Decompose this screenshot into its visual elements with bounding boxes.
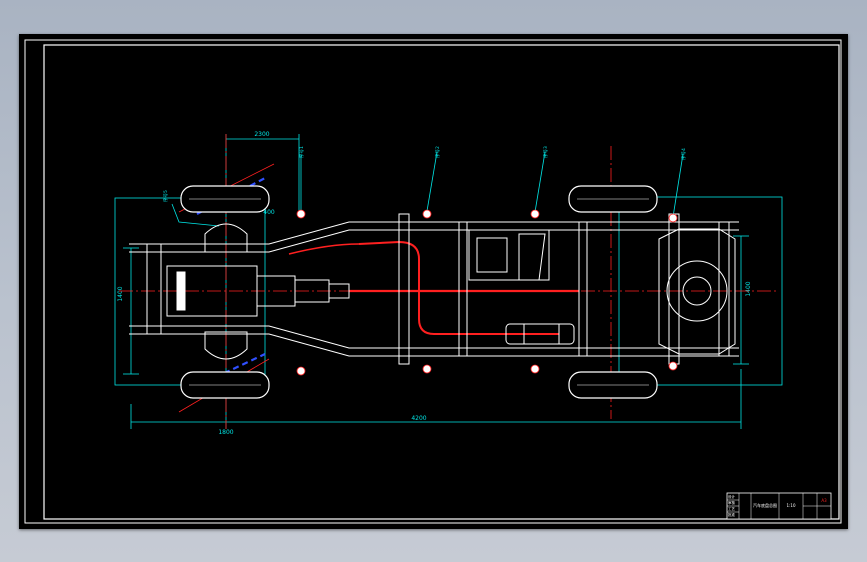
- title-block-sheet: A3: [821, 498, 827, 503]
- differential-cover: [682, 276, 712, 306]
- leader-label-2: 序号2: [434, 146, 441, 158]
- front-left-knuckle: [204, 223, 248, 253]
- outer-border: [24, 39, 842, 524]
- leader-label-5: 序号5: [162, 190, 169, 202]
- muffler: [505, 323, 575, 345]
- rear-bumper-crossmember: [718, 221, 730, 357]
- fuel-tank: [468, 229, 550, 281]
- dim-rear-track: 1400: [745, 281, 752, 296]
- fuel-tank-sender: [476, 237, 508, 273]
- front-right-knuckle: [204, 331, 248, 360]
- left-rail-outer: [129, 221, 739, 245]
- title-block-scale: 1:10: [787, 503, 796, 508]
- leader-label-1: 序号1: [298, 146, 305, 158]
- dimension-texts: 2300 1400 1400 4200 1800 400: [117, 131, 752, 436]
- crossmember-3: [578, 221, 588, 357]
- front-dim-box: [114, 197, 266, 386]
- tire-treads: [189, 198, 649, 386]
- leader-labels: 序号1 序号2 序号3 序号4 序号5: [162, 146, 687, 202]
- dim-front-track: 1400: [117, 286, 124, 301]
- left-rail-inner: [129, 229, 739, 253]
- dim-overall-length: 4200: [411, 415, 426, 422]
- exhaust-front: [288, 243, 360, 255]
- dim-overall-width: 1800: [218, 429, 233, 436]
- front-suspension: [204, 223, 248, 360]
- rear-dim-box: [618, 196, 783, 386]
- right-rail-outer: [129, 333, 739, 357]
- rear-axle-frame: [658, 228, 736, 355]
- dim-front-overhang: 400: [263, 209, 275, 216]
- title-block: 设计 审核 工艺 批准 汽车底盘总图 1:10 A3: [726, 492, 832, 520]
- muffler-body: [505, 323, 575, 345]
- inner-border: [43, 44, 840, 520]
- right-rail-inner: [129, 325, 739, 349]
- chassis-drawing: 2300 1400 1400 4200 1800 400 序号1 序号2 序号3…: [24, 39, 842, 524]
- crossmember-1: [398, 213, 410, 365]
- title-block-title: 汽车底盘总图: [753, 502, 777, 508]
- mount-points: [296, 209, 678, 376]
- front-bumper-crossmember: [146, 243, 162, 335]
- cad-drawing-window: 2300 1400 1400 4200 1800 400 序号1 序号2 序号3…: [19, 34, 848, 529]
- title-label-review: 审核: [728, 500, 736, 505]
- leader-label-3: 序号3: [542, 146, 549, 158]
- title-label-approve: 批准: [728, 512, 736, 517]
- radiator: [176, 271, 186, 311]
- output-flange: [328, 283, 350, 299]
- frame-rails: [129, 213, 739, 365]
- fuel-tank-side: [518, 233, 546, 281]
- leader-label-4: 序号4: [680, 148, 687, 160]
- title-label-process: 工艺: [728, 506, 736, 511]
- crossmember-2: [458, 221, 468, 357]
- fuel-tank-body: [468, 229, 550, 281]
- dim-wheelbase: 2300: [254, 131, 269, 138]
- rear-axle: [658, 228, 736, 355]
- powertrain: [166, 265, 350, 317]
- exhaust-pipe: [358, 240, 559, 335]
- crossmember-rear: [668, 213, 680, 365]
- title-label-design: 设计: [728, 494, 736, 499]
- differential-housing: [666, 260, 728, 322]
